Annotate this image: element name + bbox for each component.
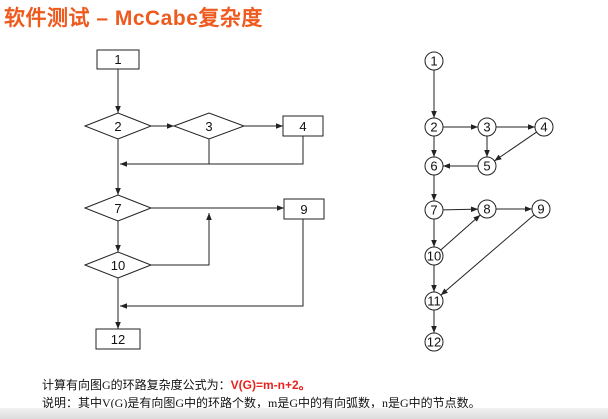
flowgraph-node-1 [424, 51, 444, 71]
flowchart-label: 7 [114, 201, 121, 216]
flowgraph-node-10 [424, 246, 444, 266]
flowchart-label: 9 [300, 202, 307, 217]
flowgraph-node-label: 6 [430, 159, 437, 174]
flowgraph-node-4 [534, 117, 554, 137]
flowgraph-edge-4-5 [494, 131, 537, 162]
flowchart-node [96, 49, 140, 70]
flowchart-label: 10 [111, 258, 125, 273]
flowgraph-edge-10-8 [440, 214, 481, 251]
flowchart-node [172, 112, 246, 140]
flowchart-node [83, 251, 153, 279]
flowchart-node [95, 328, 141, 350]
flowchart-label: 4 [299, 119, 306, 134]
flowchart-edge [151, 213, 212, 266]
bottom-bar [0, 408, 608, 419]
flowgraph-node-6 [424, 156, 444, 176]
flowchart-label: 12 [111, 332, 125, 347]
flowgraph-node-label: 10 [427, 249, 441, 264]
flowgraph-node-label: 3 [483, 120, 490, 135]
flowgraph-edge-9-11 [440, 214, 535, 296]
flowgraph-node-9 [531, 199, 551, 219]
flowgraph-node-label: 11 [427, 294, 441, 309]
flowchart-edge [120, 136, 304, 167]
flowgraph-node-5 [477, 156, 497, 176]
formula-explanation: 说明：其中V(G)是有向图G中的环路个数，m是G中的有向弧数，n是G中的节点数。 [42, 396, 481, 410]
flowgraph-node-7 [424, 200, 444, 220]
flowchart [83, 49, 325, 350]
flowgraph-edge-7-8 [442, 206, 479, 213]
flowchart-label: 3 [205, 119, 212, 134]
flowgraph-node-8 [477, 199, 497, 219]
flowchart-node [282, 115, 324, 137]
flowgraph-node-label: 9 [537, 202, 544, 217]
flowchart-node [283, 198, 325, 220]
flowgraph-node-label: 12 [427, 335, 441, 350]
flowgraph-node-11 [424, 291, 444, 311]
flowgraph-edges [431, 70, 537, 333]
flowchart-labels: 1 2 3 4 7 9 10 12 [111, 52, 308, 347]
flowgraph-node-label: 1 [430, 54, 437, 69]
flowgraph-node-3 [477, 117, 497, 137]
flowgraph-node-12 [424, 332, 444, 352]
flowchart-node [83, 112, 153, 140]
flowgraph-node-2 [424, 117, 444, 137]
flowgraph-node-label: 4 [540, 120, 547, 135]
formula-prefix: 计算有向图G的环路复杂度公式为： [42, 378, 231, 392]
page-title: 软件测试 – McCabe复杂度 [4, 7, 263, 30]
formula: V(G)=m-n+2。 [230, 378, 311, 392]
flowchart-label: 1 [114, 52, 121, 67]
flowgraph-node-label: 7 [430, 203, 437, 218]
flowgraph-node-label: 8 [483, 202, 490, 217]
flowchart-edge [120, 219, 304, 309]
flowgraph-node-label: 5 [483, 159, 490, 174]
flowgraph-node-label: 2 [430, 120, 437, 135]
formula-line: 计算有向图G的环路复杂度公式为：V(G)=m-n+2。 [42, 376, 311, 393]
flowchart-node [83, 194, 153, 222]
flowchart-label: 2 [114, 119, 121, 134]
